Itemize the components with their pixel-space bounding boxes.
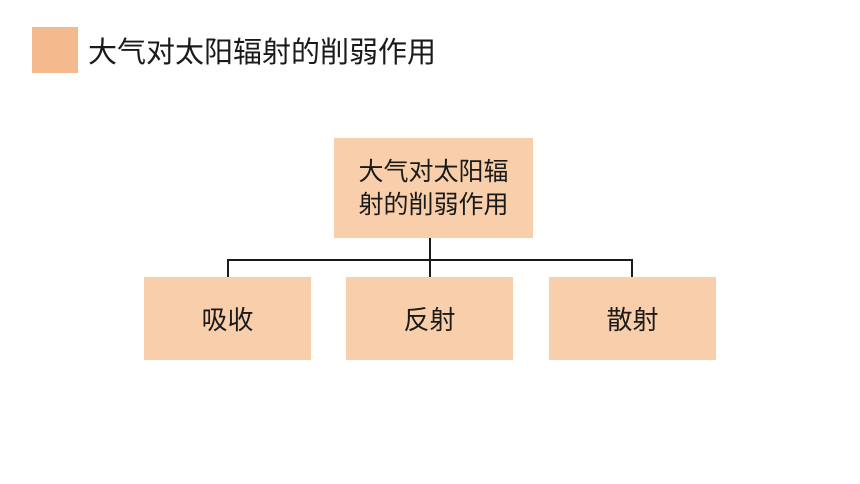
child-node-absorption: 吸收 <box>144 277 311 360</box>
page-title: 大气对太阳辐射的削弱作用 <box>88 35 437 69</box>
child-node-reflection: 反射 <box>346 277 513 360</box>
root-node-line-1: 大气对太阳辐 <box>358 157 509 186</box>
root-node-line-2: 射的削弱作用 <box>358 190 509 219</box>
child-node-label: 散射 <box>606 306 659 336</box>
child-node-label: 吸收 <box>201 306 254 336</box>
child-node-label: 反射 <box>403 306 456 336</box>
child-node-scattering: 散射 <box>549 277 716 360</box>
title-marker-square <box>32 27 78 73</box>
root-node: 大气对太阳辐 射的削弱作用 <box>334 138 533 238</box>
